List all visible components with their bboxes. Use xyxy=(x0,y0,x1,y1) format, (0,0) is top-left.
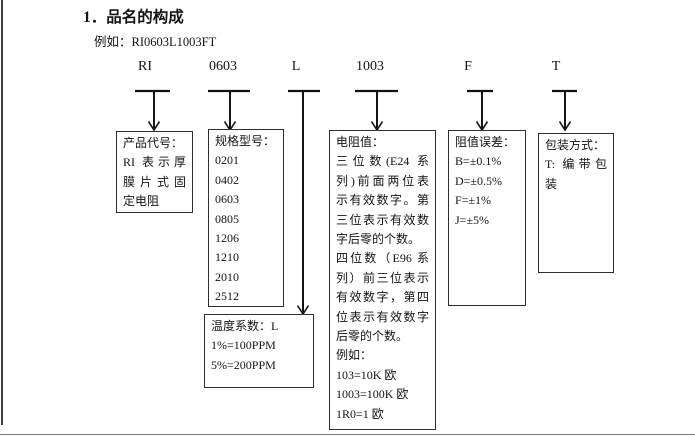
box-line: 位表示有效数字 xyxy=(336,309,429,324)
box-line: 膜片式固 xyxy=(123,174,186,189)
box-line: 产品代号： xyxy=(123,136,184,150)
box-line: 例如： xyxy=(336,348,373,363)
box-line: 温度系数：L xyxy=(211,319,279,333)
box-line: RI 表示厚 xyxy=(123,155,186,170)
page-left-border xyxy=(1,0,3,425)
part-code-0603: 0603 xyxy=(209,59,237,74)
box-line: 2512 xyxy=(215,289,239,304)
down-arrow-icon xyxy=(208,89,250,132)
box-temperature-coefficient: 温度系数：L 1%=100PPM 5%=200PPM xyxy=(204,314,314,388)
example-part-number: 例如：RI0603L1003FT xyxy=(94,35,217,49)
box-line: D=±0.5% xyxy=(455,173,503,188)
part-code-1003: 1003 xyxy=(356,59,384,74)
box-line: 列）前三位表示 xyxy=(336,270,429,285)
box-line: 0603 xyxy=(215,192,239,207)
box-line: 示有效数字。第 xyxy=(336,193,429,208)
box-resistance-value: 电阻值： 三位数(E24 系 列)前面两位表 示有效数字。第 三位表示有效数 字… xyxy=(329,130,436,430)
box-line: T: 编带包 xyxy=(545,157,607,172)
part-code-l: L xyxy=(291,59,301,74)
box-line: 后零的个数。 xyxy=(336,329,409,344)
box-line: 2010 xyxy=(215,269,239,284)
down-arrow-icon xyxy=(135,89,170,132)
down-arrow-icon xyxy=(552,89,577,132)
box-product-code: 产品代号： RI 表示厚 膜片式固 定电阻 xyxy=(116,131,193,213)
box-line: B=±0.1% xyxy=(455,154,502,169)
box-line: 装 xyxy=(545,176,558,191)
box-line: 规格型号： xyxy=(215,134,276,148)
box-line: 1003=100K 欧 xyxy=(336,387,409,402)
box-line: F=±1% xyxy=(455,193,492,208)
box-packaging: 包装方式： T: 编带包 装 xyxy=(538,133,614,273)
part-code-ri: RI xyxy=(138,59,152,74)
box-line: 1%=100PPM xyxy=(211,338,276,353)
down-arrow-icon xyxy=(467,89,493,132)
down-arrow-icon xyxy=(355,89,398,132)
part-code-f: F xyxy=(464,59,472,74)
box-line: J=±5% xyxy=(455,212,490,227)
box-line: 103=10K 欧 xyxy=(336,367,397,382)
page-bottom-border xyxy=(0,434,695,435)
box-line: 字后零的个数。 xyxy=(336,232,421,247)
down-arrow-icon xyxy=(288,89,320,316)
box-line: 0402 xyxy=(215,172,239,187)
box-line: 5%=200PPM xyxy=(211,357,276,372)
box-tolerance: 阻值误差： B=±0.1% D=±0.5% F=±1% J=±5% xyxy=(448,130,526,306)
box-line: 0201 xyxy=(215,153,239,168)
box-line: 1210 xyxy=(215,250,239,265)
box-line: 有效数字，第四 xyxy=(336,290,429,305)
box-line: 包装方式： xyxy=(545,138,606,152)
box-line: 0805 xyxy=(215,211,239,226)
section-title: 1．品名的构成 xyxy=(83,9,184,26)
box-line: 四位数（E96 系 xyxy=(336,251,429,266)
box-line: 三位数(E24 系 xyxy=(336,154,429,169)
part-code-t: T xyxy=(551,59,561,74)
box-line: 阻值误差： xyxy=(455,135,516,149)
box-spec-model: 规格型号： 0201 0402 0603 0805 1206 1210 2010… xyxy=(208,129,284,307)
box-line: 电阻值： xyxy=(336,135,385,149)
box-line: 列)前面两位表 xyxy=(336,173,429,188)
box-line: 定电阻 xyxy=(123,194,160,209)
box-line: 三位表示有效数 xyxy=(336,212,429,227)
box-line: 1R0=1 欧 xyxy=(336,406,384,421)
box-line: 1206 xyxy=(215,231,239,246)
